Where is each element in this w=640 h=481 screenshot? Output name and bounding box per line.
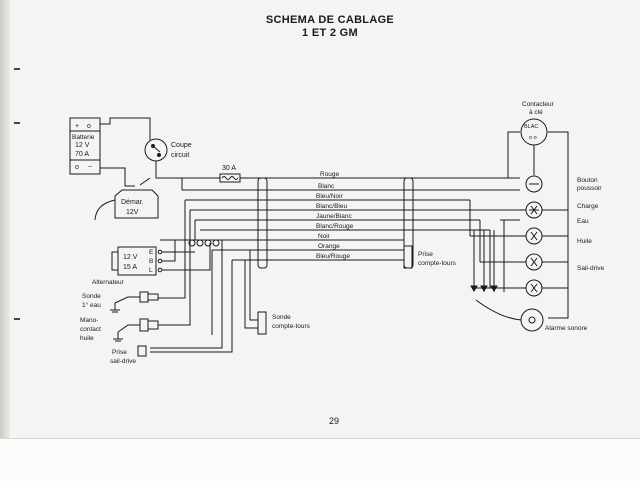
wire-label-rouge: Rouge xyxy=(320,171,340,178)
key-switch xyxy=(520,118,548,146)
oil-switch-label: Mano- xyxy=(80,317,98,324)
starter-motor xyxy=(114,177,159,219)
page-number: 29 xyxy=(328,416,339,426)
fuse xyxy=(219,173,241,183)
page-subtitle: 1 ET 2 GM xyxy=(302,27,358,39)
push-button-label: Bouton xyxy=(577,177,598,184)
wire-label-blanc: Blanc xyxy=(318,183,335,190)
drop-wire xyxy=(158,200,186,299)
rpm-sender xyxy=(257,311,267,335)
battery-voltage: 12 V xyxy=(75,142,90,149)
key-switch-label-2: à clé xyxy=(529,109,543,116)
saildrive-lamp-label: Sail-drive xyxy=(577,265,604,272)
battery-plus: + xyxy=(75,123,79,130)
drop-wire xyxy=(150,260,233,353)
ground-symbol xyxy=(113,332,123,342)
starter-label: Démar. xyxy=(121,199,144,206)
wire-label-blanc-rouge: Blanc/Rouge xyxy=(316,223,354,230)
charge-lamp-label: Charge xyxy=(577,203,599,210)
binding-hole xyxy=(14,122,20,124)
temperature-sender xyxy=(114,291,159,304)
rpm-sender-label: Sonde xyxy=(272,314,291,321)
starter-voltage: 12V xyxy=(126,209,139,216)
water-lamp xyxy=(525,227,543,245)
alternator-pin-e: E xyxy=(149,249,154,256)
cutoff-wire xyxy=(155,161,168,179)
wire-label-jaune-blanc: Jaune/Blanc xyxy=(316,213,353,220)
rpm-plug-label-2: compte-tours xyxy=(418,260,457,267)
water-lamp-label: Eau xyxy=(577,218,589,225)
rpm-plug-label: Prise xyxy=(418,251,433,258)
drop-wire xyxy=(150,240,223,349)
alarm-label: Alarme sonore xyxy=(545,325,588,332)
battery-name: Batterie xyxy=(72,134,95,141)
push-button xyxy=(525,175,543,193)
alternator-wire xyxy=(162,240,176,262)
battery-negative-wire xyxy=(100,167,135,187)
oil-switch-label-3: huile xyxy=(80,335,94,342)
cutoff-label: Coupe xyxy=(171,142,192,149)
saildrive-plug xyxy=(137,345,147,357)
alternator-amperage: 15 A xyxy=(123,264,137,271)
alternator-pin-b: B xyxy=(149,258,153,265)
wire-label-noir: Noir xyxy=(318,233,331,240)
binding-hole xyxy=(14,68,20,70)
oil-lamp xyxy=(525,253,543,271)
oil-switch-label-2: contact xyxy=(80,326,101,333)
alternator-label: Alternateur xyxy=(92,279,125,286)
key-switch-terminals: o o xyxy=(529,135,537,141)
cutoff-switch xyxy=(144,138,168,162)
saildrive-lamp xyxy=(525,279,543,297)
wire-label-blanc-bleu: Blanc/Bleu xyxy=(316,203,347,210)
ground-symbol xyxy=(110,303,120,313)
binding-hole xyxy=(14,318,20,320)
battery: + o Batterie 12 V 70 A o − xyxy=(69,117,101,175)
alternator xyxy=(111,246,163,276)
battery-positive-wire xyxy=(100,117,151,140)
battery-plus-terminal: o xyxy=(87,123,91,130)
key-wire xyxy=(507,131,520,179)
battery-amperage: 70 A xyxy=(75,151,89,158)
diode-array xyxy=(470,219,522,321)
key-switch-label: Contacteur xyxy=(522,101,555,108)
fuse-label: 30 A xyxy=(222,165,236,172)
saildrive-plug-label: Prise xyxy=(112,349,127,356)
page-title: SCHEMA DE CABLAGE xyxy=(265,14,395,26)
drop-wire xyxy=(249,250,258,321)
page-spine xyxy=(0,0,10,480)
temp-sender-label: Sonde xyxy=(82,293,101,300)
drop-wire xyxy=(244,260,258,329)
rpm-plug xyxy=(403,245,413,269)
alternator-voltage: 12 V xyxy=(123,254,138,261)
rpm-sender-label-2: compte-tours xyxy=(272,323,311,330)
alarm-buzzer xyxy=(520,308,544,332)
connector-block-1 xyxy=(257,177,268,269)
right-bus-wire xyxy=(548,131,569,319)
cutoff-label-2: circuit xyxy=(171,152,189,159)
wire-label-orange: Orange xyxy=(318,243,340,250)
wire-label-bleu-noir: Bleu/Noir xyxy=(316,193,344,200)
charge-lamp xyxy=(525,201,543,219)
oil-pressure-switch xyxy=(117,318,159,333)
battery-minus-terminal: o xyxy=(75,164,79,171)
drop-wire xyxy=(158,210,191,326)
ground-loop-wire xyxy=(94,199,116,221)
oil-lamp-label: Huile xyxy=(577,238,592,245)
scan-margin xyxy=(0,438,640,481)
wire-label-bleu-rouge: Bleu/Rouge xyxy=(316,253,350,260)
alternator-pin-l: L xyxy=(149,267,153,274)
key-switch-code: BLAC xyxy=(524,124,538,130)
temp-sender-label-2: 1° eau xyxy=(82,301,101,309)
alternator-wire xyxy=(162,243,211,271)
wire-splices xyxy=(188,239,220,247)
battery-minus: − xyxy=(88,164,92,171)
push-button-label-2: poussoir xyxy=(577,185,602,192)
saildrive-plug-label-2: sail-drive xyxy=(110,358,136,365)
